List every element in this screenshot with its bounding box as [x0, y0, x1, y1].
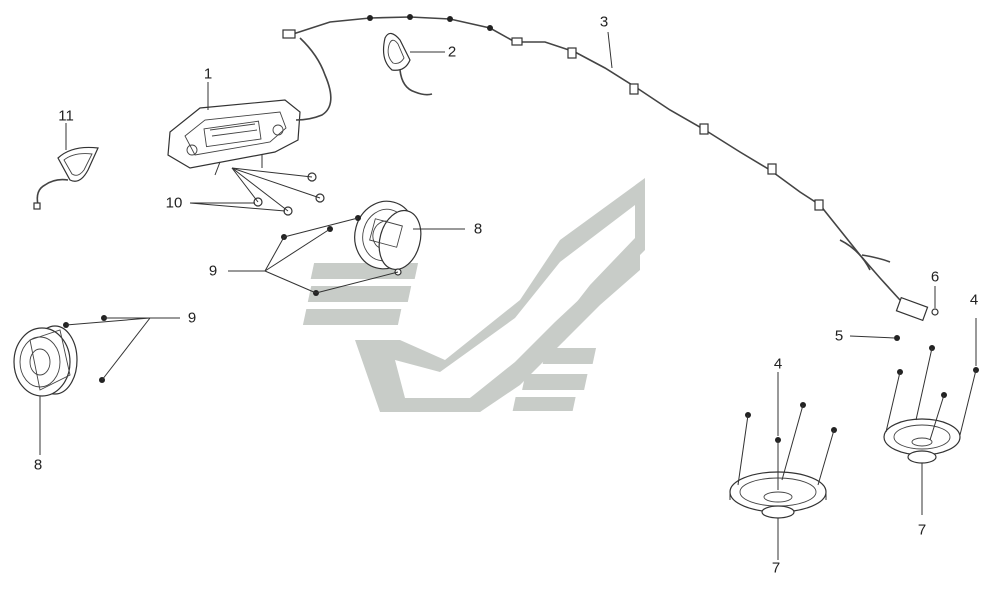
- screws-part-9-middle: [228, 215, 399, 296]
- speaker-part-8-middle: [354, 200, 465, 276]
- callout-5: 5: [834, 327, 844, 345]
- watermark-logo: [302, 178, 645, 412]
- callout-9-middle: 9: [208, 262, 218, 280]
- head-unit-part-1: [167, 99, 301, 176]
- callout-2: 2: [447, 43, 457, 61]
- tweeter-part-2: [382, 32, 445, 96]
- speaker-part-8-left: [13, 325, 78, 455]
- callout-9-left: 9: [187, 309, 197, 327]
- bolts-part-4-right: [885, 318, 979, 441]
- speaker-part-7-center: [729, 471, 827, 560]
- connector-part-6: [895, 286, 939, 322]
- bolts-part-4-center: [737, 372, 837, 490]
- callout-8-left: 8: [33, 456, 43, 474]
- callout-6: 6: [930, 268, 940, 286]
- speaker-part-7-right: [883, 418, 961, 515]
- callout-3: 3: [599, 13, 609, 31]
- callout-10: 10: [165, 194, 183, 212]
- wiring-harness-part-3: [282, 14, 911, 311]
- callout-7-right: 7: [917, 521, 927, 539]
- bolt-part-5: [849, 335, 900, 341]
- callout-1: 1: [203, 65, 213, 83]
- callout-7-center: 7: [771, 559, 781, 577]
- tweeter-part-11: [33, 123, 99, 210]
- callout-8-middle: 8: [473, 220, 483, 238]
- callout-11: 11: [58, 107, 74, 125]
- screws-part-10: [189, 167, 325, 216]
- screws-part-9-left: [63, 315, 180, 383]
- callout-4-center: 4: [773, 355, 783, 373]
- callout-4-right: 4: [969, 291, 979, 309]
